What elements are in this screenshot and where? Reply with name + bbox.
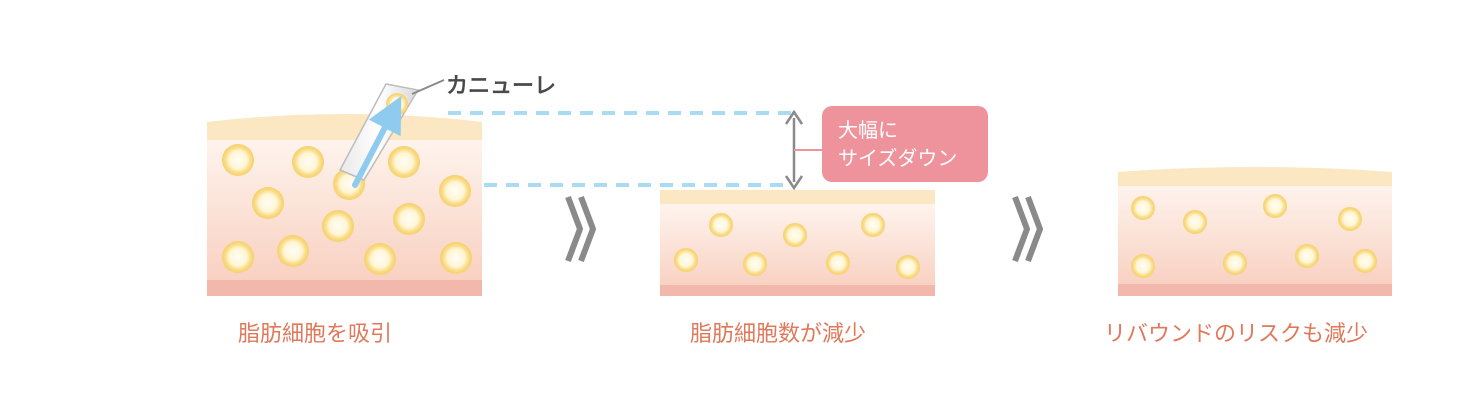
fat-cell [388,146,420,178]
fat-cell [222,144,254,176]
fat-cell [1353,249,1377,273]
fat-cell [1131,254,1155,278]
skin-surface [207,114,482,140]
fat-cell [743,252,767,276]
fat-cell [292,146,324,178]
fat-cells [222,144,472,275]
cannula-label: カニューレ [446,74,557,99]
label-leader-line [411,79,445,95]
caption-cell-reduction: 脂肪細胞数が減少 [690,322,867,347]
fat-cell [252,187,284,219]
fat-cells [1131,194,1377,278]
muscle-layer [1118,284,1392,296]
fat-cell [277,235,309,267]
size-down-badge: 大幅に サイズダウン [822,106,988,182]
fat-cell [1131,196,1155,220]
cannula-icon [338,79,445,188]
skin-panel-after [660,190,935,296]
fat-cell [1183,210,1207,234]
fat-cell [364,243,396,275]
badge-line-1: 大幅に [838,118,898,142]
fat-cell [439,175,471,207]
caption-suction: 脂肪細胞を吸引 [238,322,393,347]
fat-cell [322,210,354,242]
badge-line-2: サイズダウン [838,146,958,170]
fat-cell [1338,207,1362,231]
fat-cell [1223,251,1247,275]
fat-cell [709,213,733,237]
fat-cell [674,248,698,272]
fat-cell [393,203,425,235]
fat-cell [783,223,807,247]
fat-cells [674,213,920,279]
muscle-layer [660,285,935,296]
fat-cell [1263,194,1287,218]
skin-surface [660,190,935,204]
tissue-layer [1118,167,1392,296]
double-arrow-vertical-icon [784,109,822,191]
fat-cell [222,241,254,273]
chevron-right-double-icon [1012,195,1043,263]
suction-arrow [352,96,402,188]
muscle-layer [207,280,482,296]
caption-rebound-reduction: リバウンドのリスクも減少 [1104,322,1369,347]
fat-cell [861,213,885,237]
fat-cell [440,242,472,274]
chevron-right-double-icon [565,195,596,263]
fat-cell [826,251,850,275]
fat-cell [896,255,920,279]
fat-cell [386,93,408,115]
skin-panel-long-term [1118,167,1392,296]
fat-cell [1295,244,1319,268]
skin-panel-before [207,114,482,296]
skin-surface [1118,167,1392,186]
